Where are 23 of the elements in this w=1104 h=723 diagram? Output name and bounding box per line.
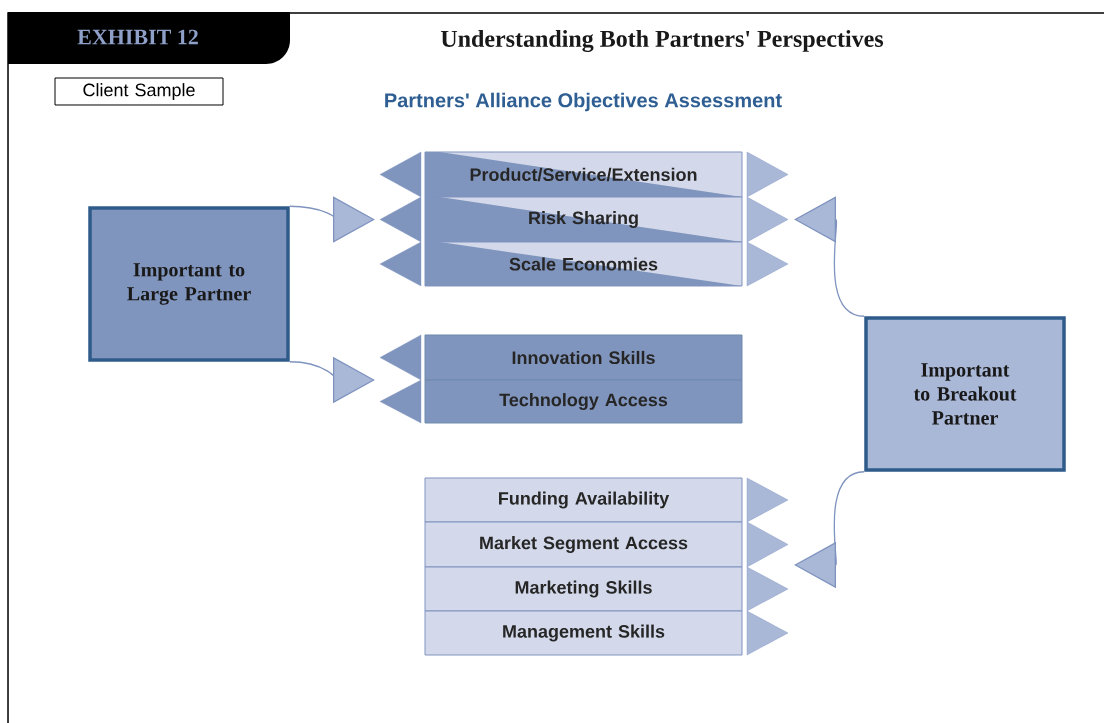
- tag-box: Client Sample: [54, 77, 224, 106]
- curved-arrow: [794, 196, 865, 317]
- objective-row: Scale Economies: [424, 241, 743, 287]
- node-label: Market Segment Access: [480, 536, 688, 553]
- objective-row: Funding Availability: [424, 477, 743, 523]
- partner-box: Important to Large Partner: [88, 206, 290, 362]
- objective-row: Marketing Skills: [424, 566, 743, 612]
- objective-row: Risk Sharing: [424, 196, 743, 243]
- curved-arrow: [289, 196, 375, 243]
- objective-row: Management Skills: [424, 610, 743, 656]
- node-label: Funding Availability: [499, 491, 670, 509]
- objective-row: Innovation Skills: [424, 334, 743, 381]
- exhibit-tab: EXHIBIT 12: [8, 12, 290, 64]
- objective-row: Technology Access: [424, 379, 743, 424]
- objective-row: Market Segment Access: [424, 521, 743, 568]
- subtitle: Partners' Alliance Objectives Assessment: [385, 92, 782, 112]
- partner-box: Important to Breakout Partner: [864, 316, 1066, 472]
- node-label: Marketing Skills: [515, 580, 652, 598]
- node-label: Technology Access: [499, 393, 668, 410]
- title: Understanding Both Partners' Perspectives: [440, 30, 884, 52]
- objective-row: Product/Service/Extension: [424, 151, 743, 198]
- node-label: Innovation Skills: [512, 350, 655, 365]
- curved-arrow: [794, 471, 865, 589]
